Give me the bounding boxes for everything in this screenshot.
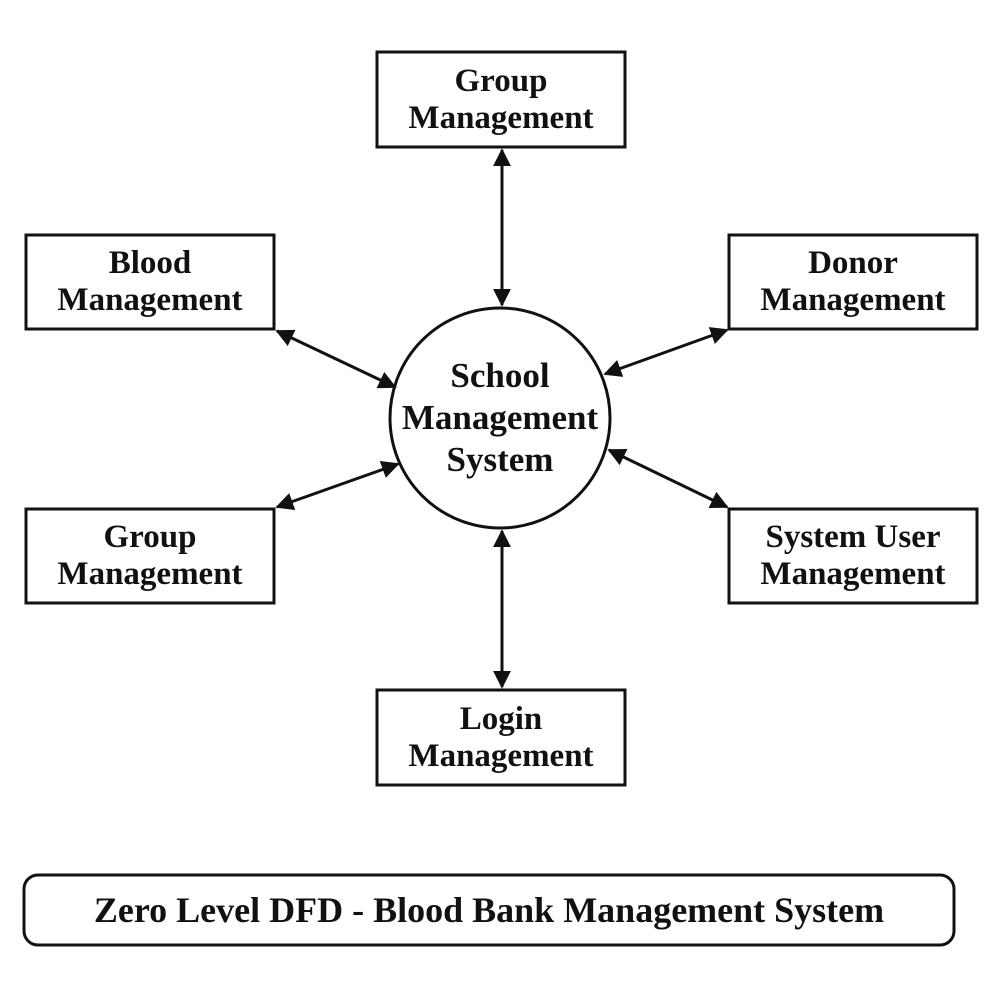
flow-arrow-bottom-left	[275, 460, 400, 511]
entity-top-line1: Group	[454, 62, 548, 99]
entity-top-left-line2: Management	[57, 282, 243, 318]
process-label: School Management System	[390, 340, 610, 496]
entity-bottom-left-line2: Management	[57, 556, 243, 592]
entity-top: Group Management	[377, 52, 625, 147]
caption-box	[22, 873, 956, 947]
entity-top-right-line2: Management	[760, 282, 946, 318]
entity-top-right-line1: Donor	[808, 245, 898, 281]
entity-bottom-left: Group Management	[26, 509, 274, 603]
entity-top-line2: Management	[408, 99, 594, 136]
entity-box-top-left	[24, 233, 276, 331]
entity-bottom-right-line1: System User	[765, 519, 941, 555]
entity-box-bottom-left	[24, 507, 276, 605]
entity-top-left-line1: Blood	[108, 245, 192, 281]
entity-box-top	[375, 50, 627, 149]
entity-bottom-left-line1: Group	[103, 519, 197, 555]
flow-arrow-bottom-right	[607, 448, 729, 509]
process-circle	[388, 306, 612, 530]
entity-bottom-line1: Login	[459, 700, 543, 737]
entity-bottom: Login Management	[377, 690, 625, 785]
entity-box-top-right	[727, 233, 979, 331]
entity-bottom-right-line2: Management	[760, 556, 946, 592]
flow-arrow-top-left	[275, 329, 397, 389]
process-label-line3: System	[446, 440, 554, 479]
entity-bottom-line2: Management	[408, 737, 594, 774]
flow-arrow-top-right	[603, 327, 729, 377]
diagram-caption: Zero Level DFD - Blood Bank Management S…	[93, 890, 885, 930]
entity-top-left: Blood Management	[26, 235, 274, 329]
entity-box-bottom-right	[727, 507, 979, 605]
entity-top-right: Donor Management	[729, 235, 977, 329]
process-label-line1: School	[450, 356, 550, 395]
process-label-line2: Management	[401, 398, 599, 437]
entity-box-bottom	[375, 688, 627, 787]
entity-bottom-right: System User Management	[729, 509, 977, 603]
